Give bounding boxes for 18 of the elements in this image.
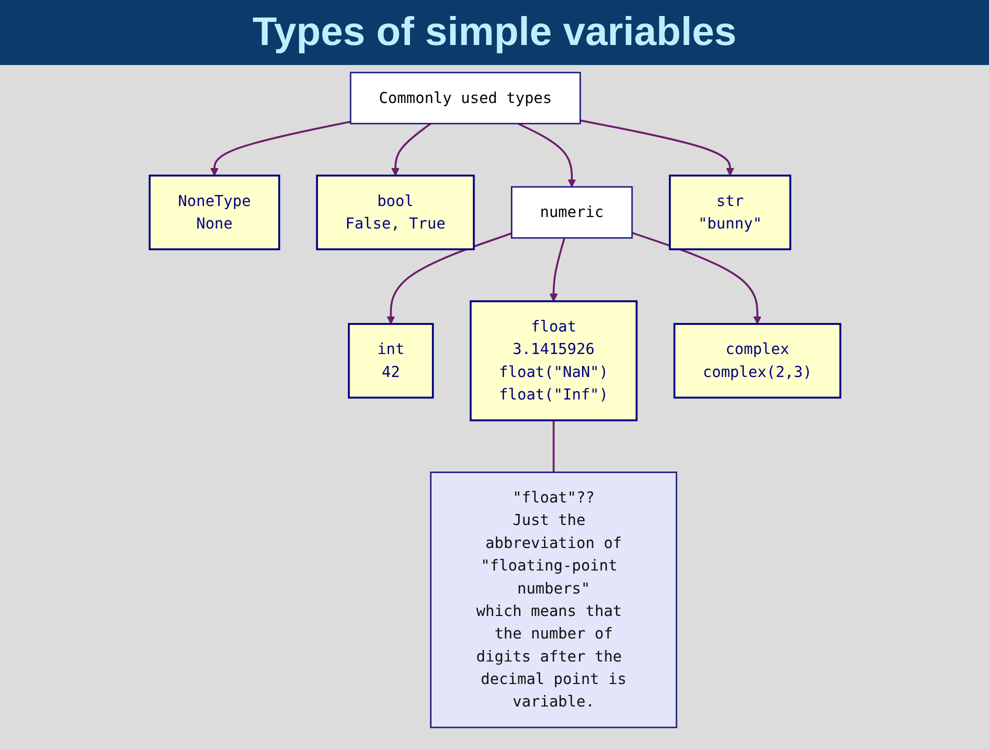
arrow	[517, 122, 576, 188]
node-box: int 42	[347, 322, 434, 399]
arrow	[580, 120, 734, 176]
node-box: str "bunny"	[668, 174, 791, 250]
node-box: complex complex(2,3)	[672, 322, 841, 399]
arrow	[386, 232, 512, 324]
node-box: numeric	[510, 186, 632, 239]
connector	[552, 420, 554, 472]
arrow	[548, 238, 565, 302]
slide-title: Types of simple variables	[0, 0, 989, 65]
node-box: NoneType None	[148, 174, 280, 250]
node-box: Commonly used types	[349, 72, 580, 124]
node-box: float 3.1415926 float("NaN") float("Inf")	[469, 300, 638, 422]
arrow	[210, 120, 350, 176]
node-box: bool False, True	[316, 174, 474, 250]
arrow	[631, 232, 762, 324]
node-box: "float"?? Just the abbreviation of "floating-point numbers" which means that the number of digits after the decimal point is variable.	[430, 472, 677, 728]
arrow	[390, 122, 431, 176]
